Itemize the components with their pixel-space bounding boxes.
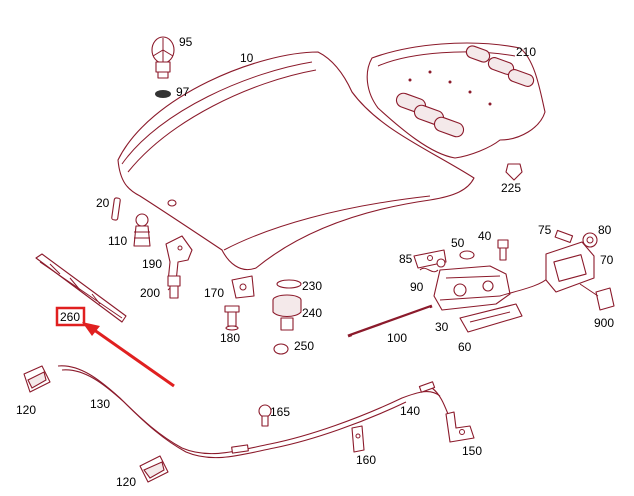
lever-150[interactable] [445,411,475,443]
connector-900[interactable] [579,283,615,311]
label-95: 95 [179,35,193,49]
label-80: 80 [598,223,612,237]
label-240: 240 [302,306,322,320]
nut-80[interactable] [582,232,598,248]
label-210: 210 [516,45,536,59]
label-170: 170 [204,286,224,300]
label-120-lower: 120 [116,475,136,489]
bolt-20[interactable] [111,197,121,221]
grommet-50[interactable] [459,250,475,260]
label-200: 200 [140,286,160,300]
label-70: 70 [600,253,614,267]
label-120-upper: 120 [16,403,36,417]
buffer-240[interactable] [272,294,302,331]
label-90: 90 [410,280,424,294]
insulation-pad[interactable] [366,42,546,159]
bolt-40[interactable] [497,239,509,261]
label-30: 30 [435,320,449,334]
highlight-annotation [55,306,175,388]
label-20: 20 [96,196,110,210]
label-110: 110 [108,234,127,248]
striker-170[interactable] [231,275,255,299]
cap-230[interactable] [276,279,302,289]
label-97: 97 [176,85,190,99]
emblem-grommet[interactable] [155,90,171,98]
screw-75[interactable] [554,229,574,244]
bumper-110[interactable] [133,213,151,247]
label-85: 85 [399,252,413,266]
label-250: 250 [294,339,314,353]
label-900: 900 [594,316,614,330]
bolt-200[interactable] [167,275,181,299]
gas-strut[interactable] [347,304,433,338]
label-225: 225 [501,181,521,195]
hood-lock[interactable] [433,265,511,311]
label-40: 40 [478,229,492,243]
cable-guide-160[interactable] [351,425,365,453]
label-60: 60 [458,340,472,354]
hood-emblem-mount [167,199,177,207]
label-160: 160 [356,453,376,467]
label-75: 75 [538,223,552,237]
label-150: 150 [462,444,482,458]
release-handle-lower[interactable] [139,455,169,483]
label-260: 260 [60,310,80,324]
clip-165[interactable] [258,404,272,427]
label-140: 140 [400,404,420,418]
screw-180[interactable] [224,305,240,331]
release-cable[interactable] [57,365,449,459]
star-emblem[interactable] [151,36,175,79]
actuator-70[interactable] [545,241,595,293]
label-180: 180 [220,331,240,345]
label-50: 50 [451,236,465,250]
seal-strip[interactable] [35,253,127,323]
clip-225[interactable] [505,163,523,181]
label-190: 190 [142,257,162,271]
label-10: 10 [240,51,254,65]
release-handle-upper[interactable] [23,365,51,393]
label-230: 230 [302,279,322,293]
label-130: 130 [90,397,110,411]
label-100: 100 [387,331,407,345]
hood-panel[interactable] [117,51,475,270]
label-165: 165 [270,405,290,419]
nut-250[interactable] [273,343,289,355]
spring-90[interactable] [419,258,446,273]
